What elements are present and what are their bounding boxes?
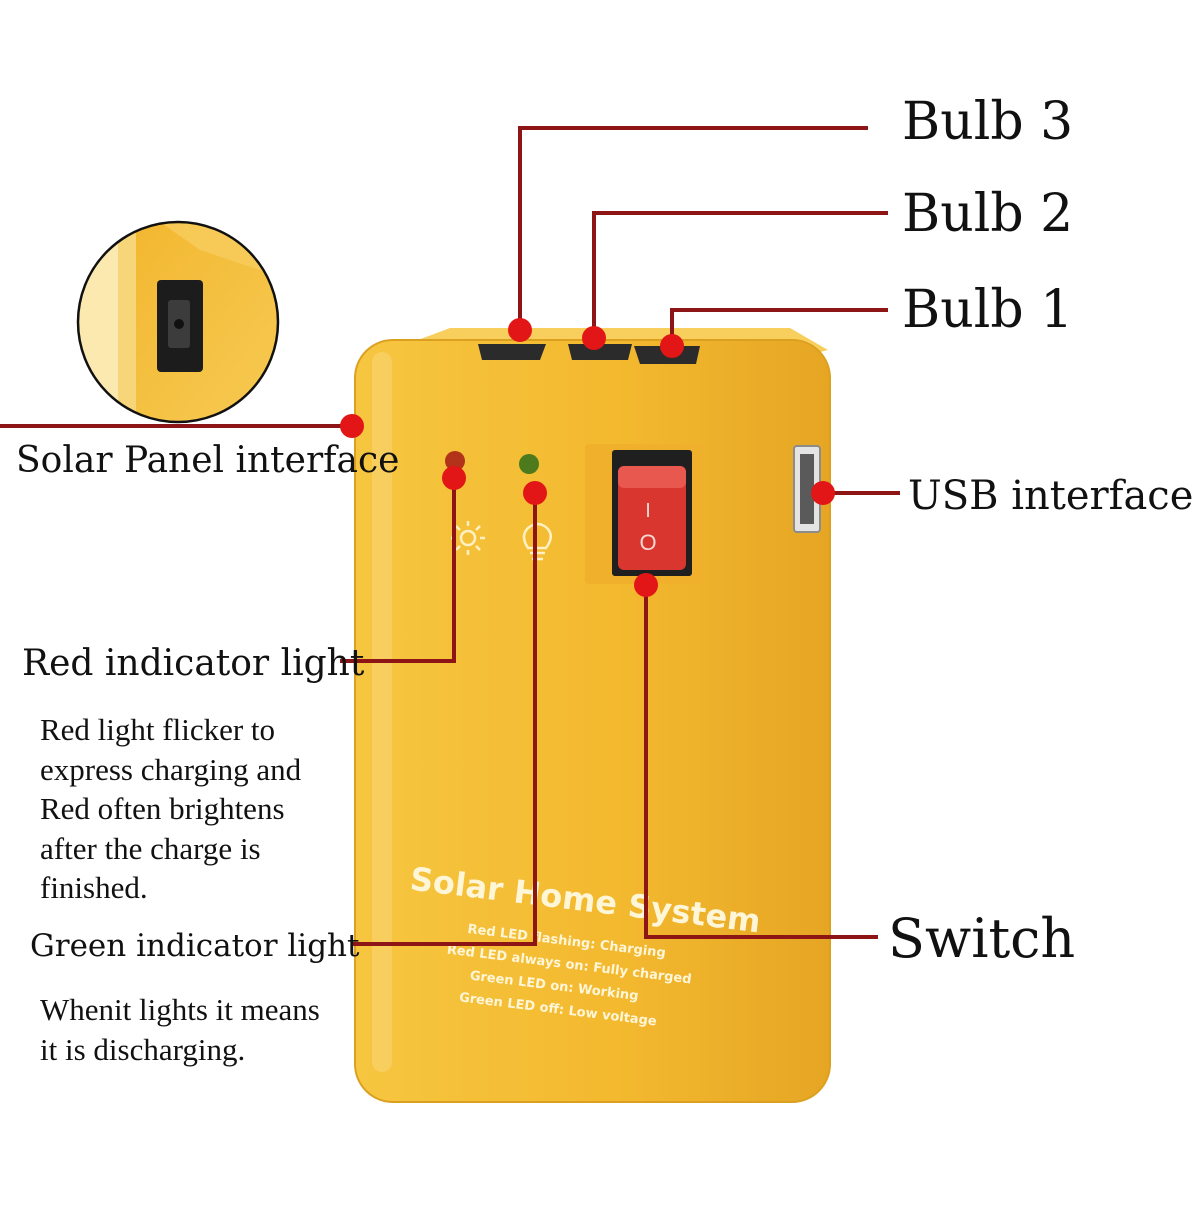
red-description-line: express charging and bbox=[40, 751, 302, 787]
bulb1-label: Bulb 1 bbox=[902, 280, 1074, 340]
rocker-switch: I O bbox=[585, 444, 703, 584]
bulb2-label: Bulb 2 bbox=[902, 184, 1074, 244]
switch-callout-line bbox=[644, 585, 878, 939]
red-indicator-callout-dot bbox=[442, 466, 466, 490]
callout-dots bbox=[340, 318, 835, 597]
switch-label: Switch bbox=[888, 907, 1076, 970]
sun-icon bbox=[451, 521, 485, 555]
red-description-line: Red often brightens bbox=[40, 791, 285, 826]
red-led bbox=[445, 451, 465, 471]
green-led bbox=[519, 454, 539, 474]
green-description-line: Whenit lights it means bbox=[40, 992, 320, 1027]
usb-callout-dot bbox=[811, 481, 835, 505]
bulb2-callout-dot bbox=[582, 326, 606, 350]
bulb3-port bbox=[478, 344, 546, 360]
bulb3-label: Bulb 3 bbox=[902, 92, 1074, 152]
switch-callout-dot bbox=[634, 573, 658, 597]
bulb2-callout-line bbox=[592, 211, 888, 338]
bulb1-callout-dot bbox=[660, 334, 684, 358]
solar-panel-label: Solar Panel interface bbox=[16, 440, 400, 481]
green-indicator-description: Whenit lights it means it is discharging… bbox=[40, 990, 320, 1069]
red-description-line: finished. bbox=[40, 870, 148, 905]
solar-home-system-device: I O Solar Home System Red LED flashing: … bbox=[354, 328, 831, 1103]
svg-text:I: I bbox=[645, 500, 651, 522]
dc-jack-inset bbox=[76, 220, 280, 424]
green-indicator-callout-line bbox=[353, 493, 537, 946]
red-description-line: Red light flicker to bbox=[40, 712, 276, 747]
red-indicator-label: Red indicator light bbox=[22, 643, 365, 684]
green-description-line: it is discharging. bbox=[40, 1031, 246, 1067]
red-indicator-description: Red light flicker to express charging an… bbox=[40, 710, 301, 908]
usb-label: USB interface bbox=[908, 473, 1194, 519]
red-description-line: after the charge is bbox=[40, 830, 261, 866]
svg-text:O: O bbox=[639, 530, 656, 555]
solar-callout-dot bbox=[340, 414, 364, 438]
green-indicator-label: Green indicator light bbox=[30, 928, 360, 964]
bulb2-port bbox=[568, 344, 632, 360]
usb-port bbox=[793, 445, 821, 533]
bulb3-callout-dot bbox=[508, 318, 532, 342]
green-indicator-callout-dot bbox=[523, 481, 547, 505]
bulb3-callout-line bbox=[518, 126, 868, 330]
red-indicator-callout-line bbox=[340, 478, 456, 663]
